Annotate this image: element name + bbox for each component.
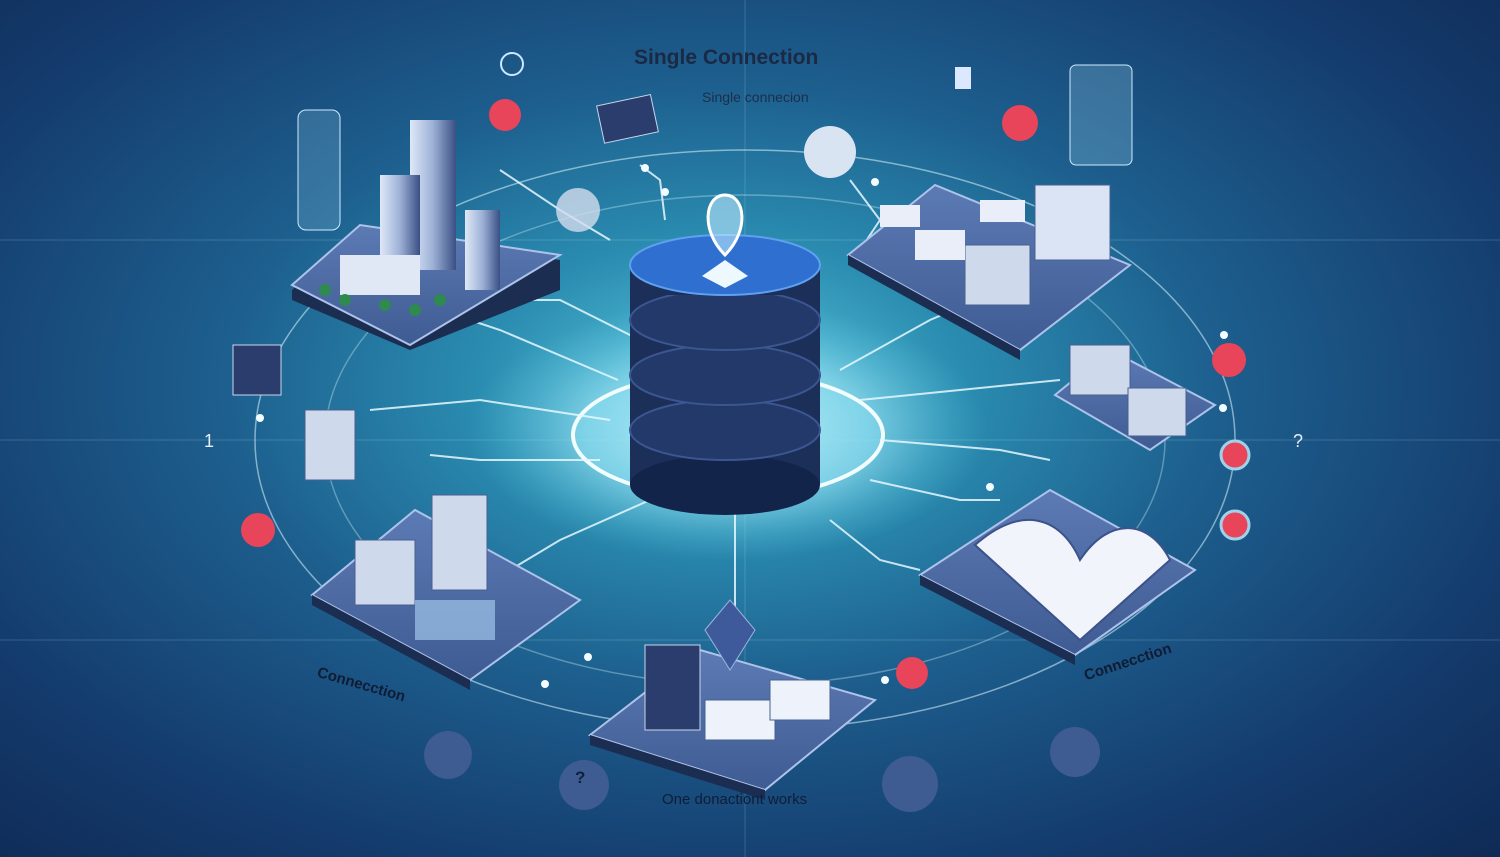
search-icon: [556, 188, 600, 232]
platform-documents: [587, 599, 878, 800]
vertical-banner-icon: [297, 109, 341, 231]
bottom-caption: One donactiont works: [662, 791, 808, 808]
diagram-title: Single Connection: [634, 46, 819, 69]
help-icon: [559, 760, 609, 810]
floating-icons: [232, 52, 1251, 812]
group-icon: [1050, 727, 1100, 777]
diagram-subtitle: Single connecion: [702, 89, 809, 105]
tag-icon: [955, 67, 971, 89]
printer-icon: [304, 409, 356, 481]
settings-icon: [424, 731, 472, 779]
database-cylinder: [629, 193, 821, 515]
monitor-icon: [596, 94, 659, 144]
heart-icon: [1002, 105, 1038, 141]
dollar-icon-right: [896, 657, 928, 689]
chat-icon: [1212, 343, 1246, 377]
platform-servers-right: [846, 183, 1132, 360]
cloud-icon: [882, 756, 938, 812]
node-dots: [256, 164, 1228, 688]
platform-small-right: [1053, 344, 1217, 452]
server-box-icon: [232, 344, 282, 396]
phone-icon: [1069, 64, 1133, 166]
platform-book: [918, 488, 1197, 665]
money-icon: [489, 99, 521, 131]
globe-icon: [500, 52, 524, 76]
question-mark-bottom: ?: [575, 768, 586, 787]
platform-servers-left: [310, 494, 582, 690]
question-mark-right: ?: [1293, 431, 1304, 451]
platform-city: [290, 120, 563, 350]
gear-icon: [804, 126, 856, 178]
bulb-icon-2: [1219, 509, 1251, 541]
dollar-icon: [241, 513, 275, 547]
number-label: 1: [204, 431, 215, 451]
bulb-icon: [1219, 439, 1251, 471]
